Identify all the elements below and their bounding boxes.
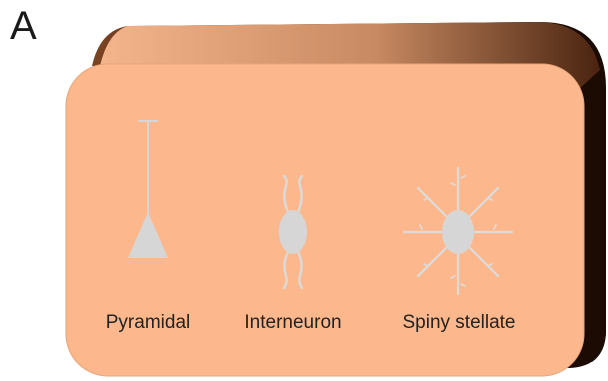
spiny-stellate-label: Spiny stellate bbox=[402, 312, 515, 334]
pyramidal-label: Pyramidal bbox=[106, 312, 190, 334]
interneuron-label: Interneuron bbox=[244, 312, 341, 334]
